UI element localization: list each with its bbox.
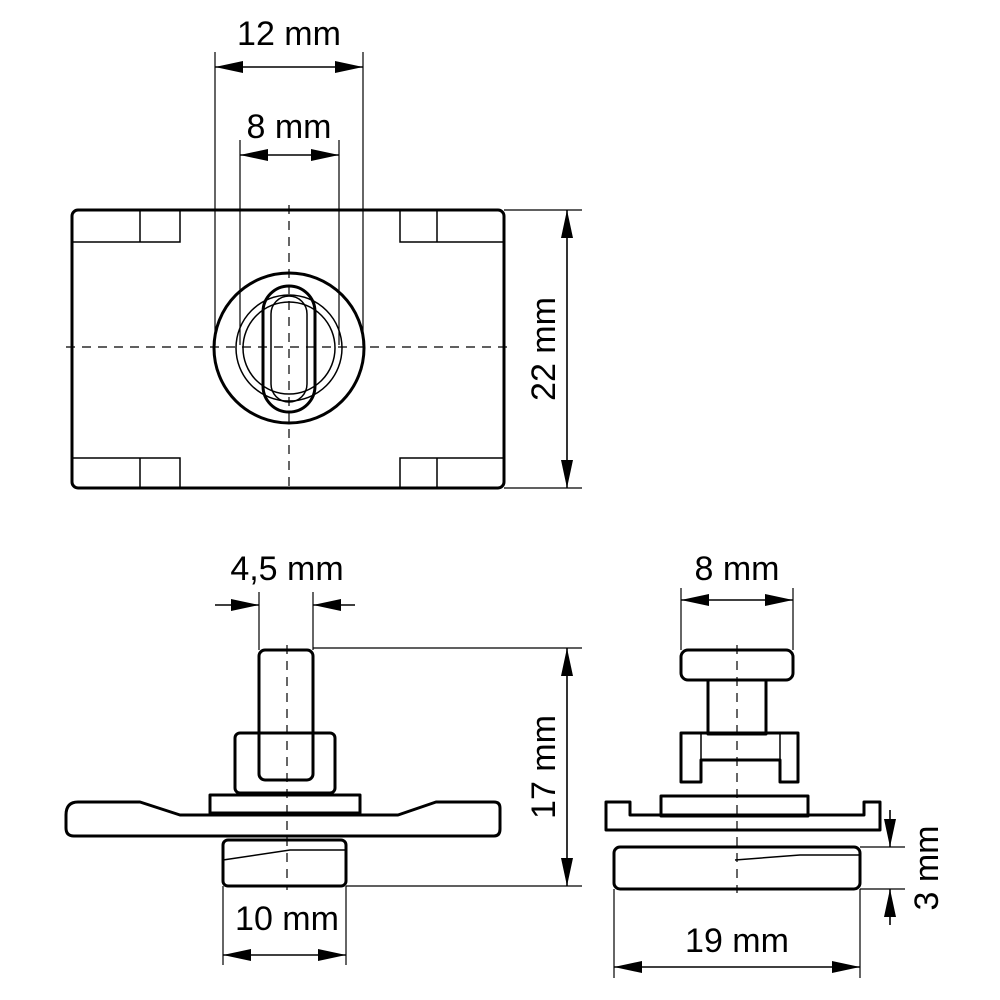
front-view-rail bbox=[604, 800, 882, 832]
dimension-22mm: 22 mm bbox=[504, 209, 582, 489]
top-view-slot-inner bbox=[270, 295, 308, 403]
dimension-19mm: 19 mm bbox=[613, 889, 861, 978]
top-view-slot-outer bbox=[261, 284, 317, 414]
dimension-label-17mm: 17 mm bbox=[525, 715, 563, 819]
side-view-base-step bbox=[222, 849, 346, 861]
top-view-corner-tabs bbox=[72, 210, 504, 488]
dimension-12mm: 12 mm bbox=[214, 15, 364, 345]
dimension-4-5mm: 4,5 mm bbox=[215, 550, 355, 650]
dimension-3mm: 3 mm bbox=[860, 810, 946, 925]
dimension-17mm: 17 mm bbox=[313, 647, 582, 887]
side-view-pin bbox=[257, 648, 315, 782]
top-view-nut-inner bbox=[242, 301, 336, 395]
dimension-8mm-top: 8 mm bbox=[239, 108, 340, 345]
front-view-base-step bbox=[734, 854, 860, 861]
side-view: 4,5 mm 10 mm 17 mm bbox=[64, 550, 582, 965]
front-view-washer bbox=[659, 794, 810, 818]
dimension-label-8mm-top: 8 mm bbox=[247, 108, 332, 146]
side-view-base bbox=[221, 838, 348, 888]
dimension-label-19mm: 19 mm bbox=[685, 922, 789, 960]
dimension-8mm-front: 8 mm bbox=[680, 550, 794, 650]
side-view-plate bbox=[64, 800, 502, 838]
dimension-10mm: 10 mm bbox=[222, 886, 347, 965]
side-view-nut bbox=[233, 731, 337, 795]
dimension-label-4-5mm: 4,5 mm bbox=[230, 550, 343, 588]
top-view: 12 mm 8 mm 22 mm bbox=[66, 15, 582, 492]
dimension-label-10mm: 10 mm bbox=[235, 900, 339, 938]
top-view-nut bbox=[235, 294, 343, 402]
top-view-washer bbox=[212, 271, 366, 425]
dimension-label-3mm: 3 mm bbox=[908, 826, 946, 911]
dimension-label-8mm-front: 8 mm bbox=[695, 550, 780, 588]
side-view-washer bbox=[208, 793, 362, 815]
dimension-label-22mm: 22 mm bbox=[525, 297, 563, 401]
front-view: 8 mm 19 mm 3 mm bbox=[604, 550, 946, 978]
top-view-plate bbox=[70, 208, 506, 490]
dimension-label-12mm: 12 mm bbox=[237, 15, 341, 53]
